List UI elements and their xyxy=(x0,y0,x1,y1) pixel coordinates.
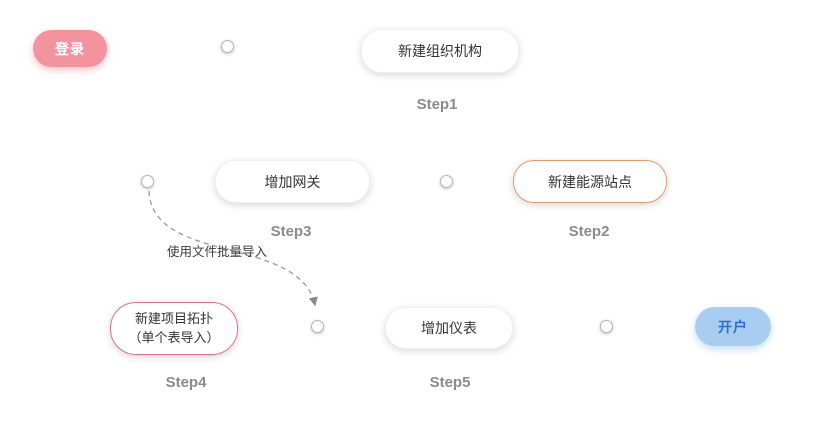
step3-caption: Step3 xyxy=(270,223,312,240)
step3-label: 增加网关 xyxy=(264,173,321,190)
step4-label-line2: （单个表导入） xyxy=(128,329,220,345)
batch-import-edge-label: 使用文件批量导入 xyxy=(167,245,268,259)
step2-caption: Step2 xyxy=(568,223,610,240)
step3-box: 增加网关 xyxy=(215,160,370,203)
step4-box: 新建项目拓扑 （单个表导入） xyxy=(110,302,238,355)
step1-box: 新建组织机构 xyxy=(361,29,519,73)
login-node: 登录 xyxy=(33,30,107,67)
connector-node-step5-left xyxy=(311,320,324,333)
step5-label: 增加仪表 xyxy=(421,320,477,336)
connector-node-step2-left xyxy=(440,175,453,188)
connector-node-open-left xyxy=(600,320,613,333)
step1-caption: Step1 xyxy=(416,96,458,113)
step1-label: 新建组织机构 xyxy=(398,43,482,59)
step5-caption: Step5 xyxy=(429,374,471,391)
connector-node-top xyxy=(221,40,234,53)
step4-label-line1: 新建项目拓扑 xyxy=(134,310,213,326)
step2-label: 新建能源站点 xyxy=(548,173,632,190)
connector-node-step3-left xyxy=(141,175,154,188)
step4-caption: Step4 xyxy=(165,374,207,391)
open-account-node: 开户 xyxy=(695,307,771,346)
step5-box: 增加仪表 xyxy=(385,307,513,349)
step2-box: 新建能源站点 xyxy=(513,160,667,203)
